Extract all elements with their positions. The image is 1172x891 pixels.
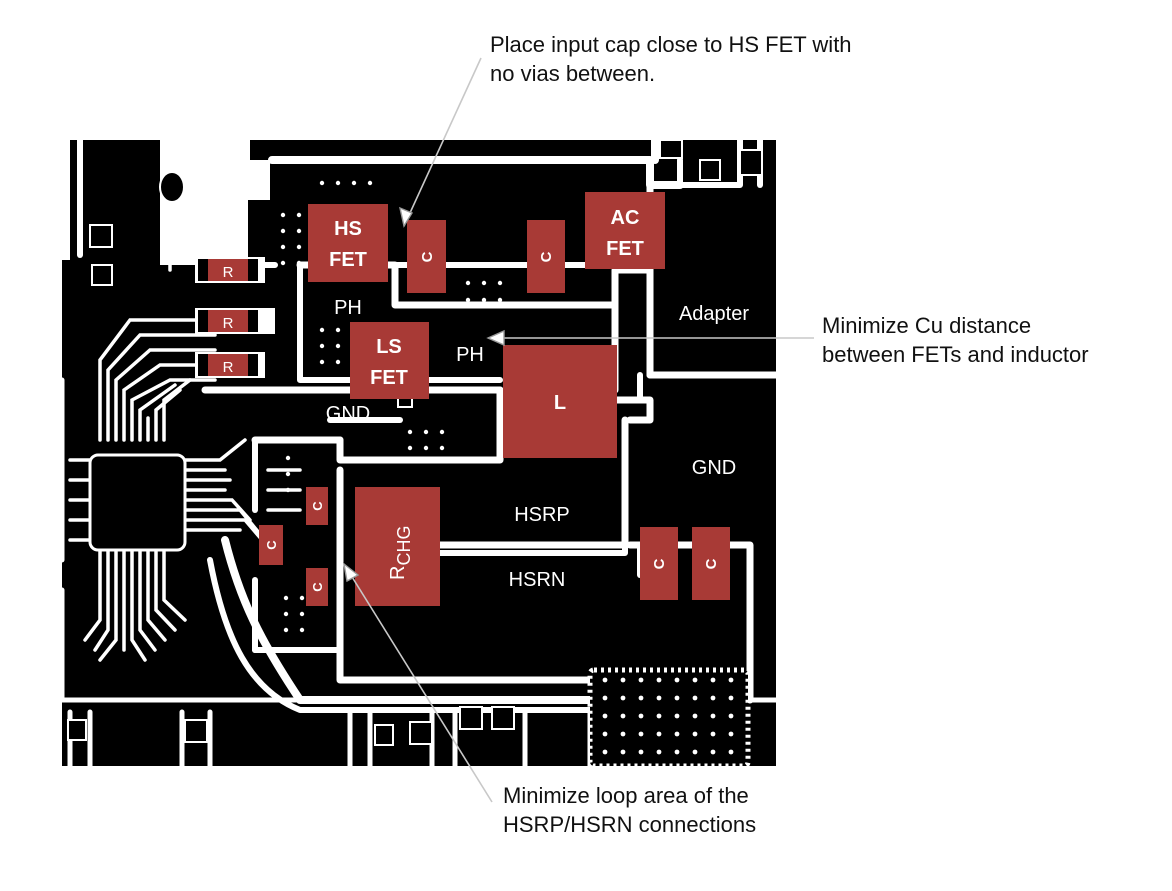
test-pad (159, 171, 185, 203)
arrow-input-cap (403, 57, 482, 227)
rchg-label: RCHG (387, 526, 414, 580)
cap-label: C (651, 558, 668, 569)
net-label-gnd-2: GND (692, 457, 736, 479)
hs-fet-label-1: HS (334, 218, 362, 240)
resistor-r1: R (195, 257, 265, 283)
output-cap-2: C (692, 527, 730, 600)
net-labels: PH PH GND GND Adapter HSRP HSRN (326, 297, 750, 591)
ac-fet-label-2: FET (606, 238, 644, 260)
ls-fet-label-1: LS (376, 336, 402, 358)
callout-arrows (343, 57, 814, 803)
arrowhead-input-cap (399, 206, 414, 228)
net-label-gnd-1: GND (326, 403, 370, 425)
callout-loop-area: Minimize loop area of the HSRP/HSRN conn… (503, 783, 757, 837)
rchg-sub: CHG (394, 526, 414, 566)
cap-label: C (419, 251, 436, 262)
arrowhead-cu-distance (486, 329, 505, 347)
controller-ic (88, 453, 187, 552)
input-cap-2: C (527, 220, 565, 293)
net-label-ph-1: PH (334, 297, 362, 319)
cap-label: C (703, 558, 720, 569)
hs-fet: HS FET (308, 204, 388, 282)
net-label-ph-2: PH (456, 344, 484, 366)
net-label-adapter: Adapter (679, 303, 749, 325)
callout-input-cap: Place input cap close to HS FET with no … (490, 32, 852, 86)
arrowhead-loop-area (342, 562, 360, 583)
ac-fet: AC FET (585, 192, 665, 269)
filter-cap-1: C (306, 487, 328, 525)
hs-fet-label-2: FET (329, 249, 367, 271)
filter-cap-2: C (259, 525, 283, 565)
rchg-main: R (387, 566, 409, 580)
resistor-r2: R (195, 308, 275, 334)
net-label-hsrn: HSRN (509, 569, 566, 591)
callout-cu-distance: Minimize Cu distance between FETs and in… (822, 313, 1089, 367)
resistor-label: R (223, 264, 234, 281)
output-cap-1: C (640, 527, 678, 600)
inductor-label: L (554, 392, 566, 414)
via-array (587, 667, 751, 769)
ic-fanout (68, 193, 302, 662)
ls-fet-label-2: FET (370, 367, 408, 389)
resistor-r3: R (195, 352, 265, 378)
sense-resistor: RCHG (355, 487, 440, 606)
ac-fet-label-1: AC (611, 207, 640, 229)
input-cap-1: C (407, 220, 446, 293)
cap-label: C (310, 582, 325, 592)
arrow-heads (342, 206, 505, 583)
cap-label: C (310, 501, 325, 511)
cap-label: C (538, 251, 555, 262)
ls-fet: LS FET (350, 322, 429, 399)
vias (280, 180, 503, 633)
resistor-label: R (223, 315, 234, 332)
resistor-label: R (223, 359, 234, 376)
arrow-loop-area (343, 563, 493, 803)
filter-cap-3: C (306, 568, 328, 606)
cap-label: C (264, 540, 279, 550)
net-label-hsrp: HSRP (514, 504, 570, 526)
pads (67, 139, 763, 746)
inductor: L (503, 345, 617, 458)
